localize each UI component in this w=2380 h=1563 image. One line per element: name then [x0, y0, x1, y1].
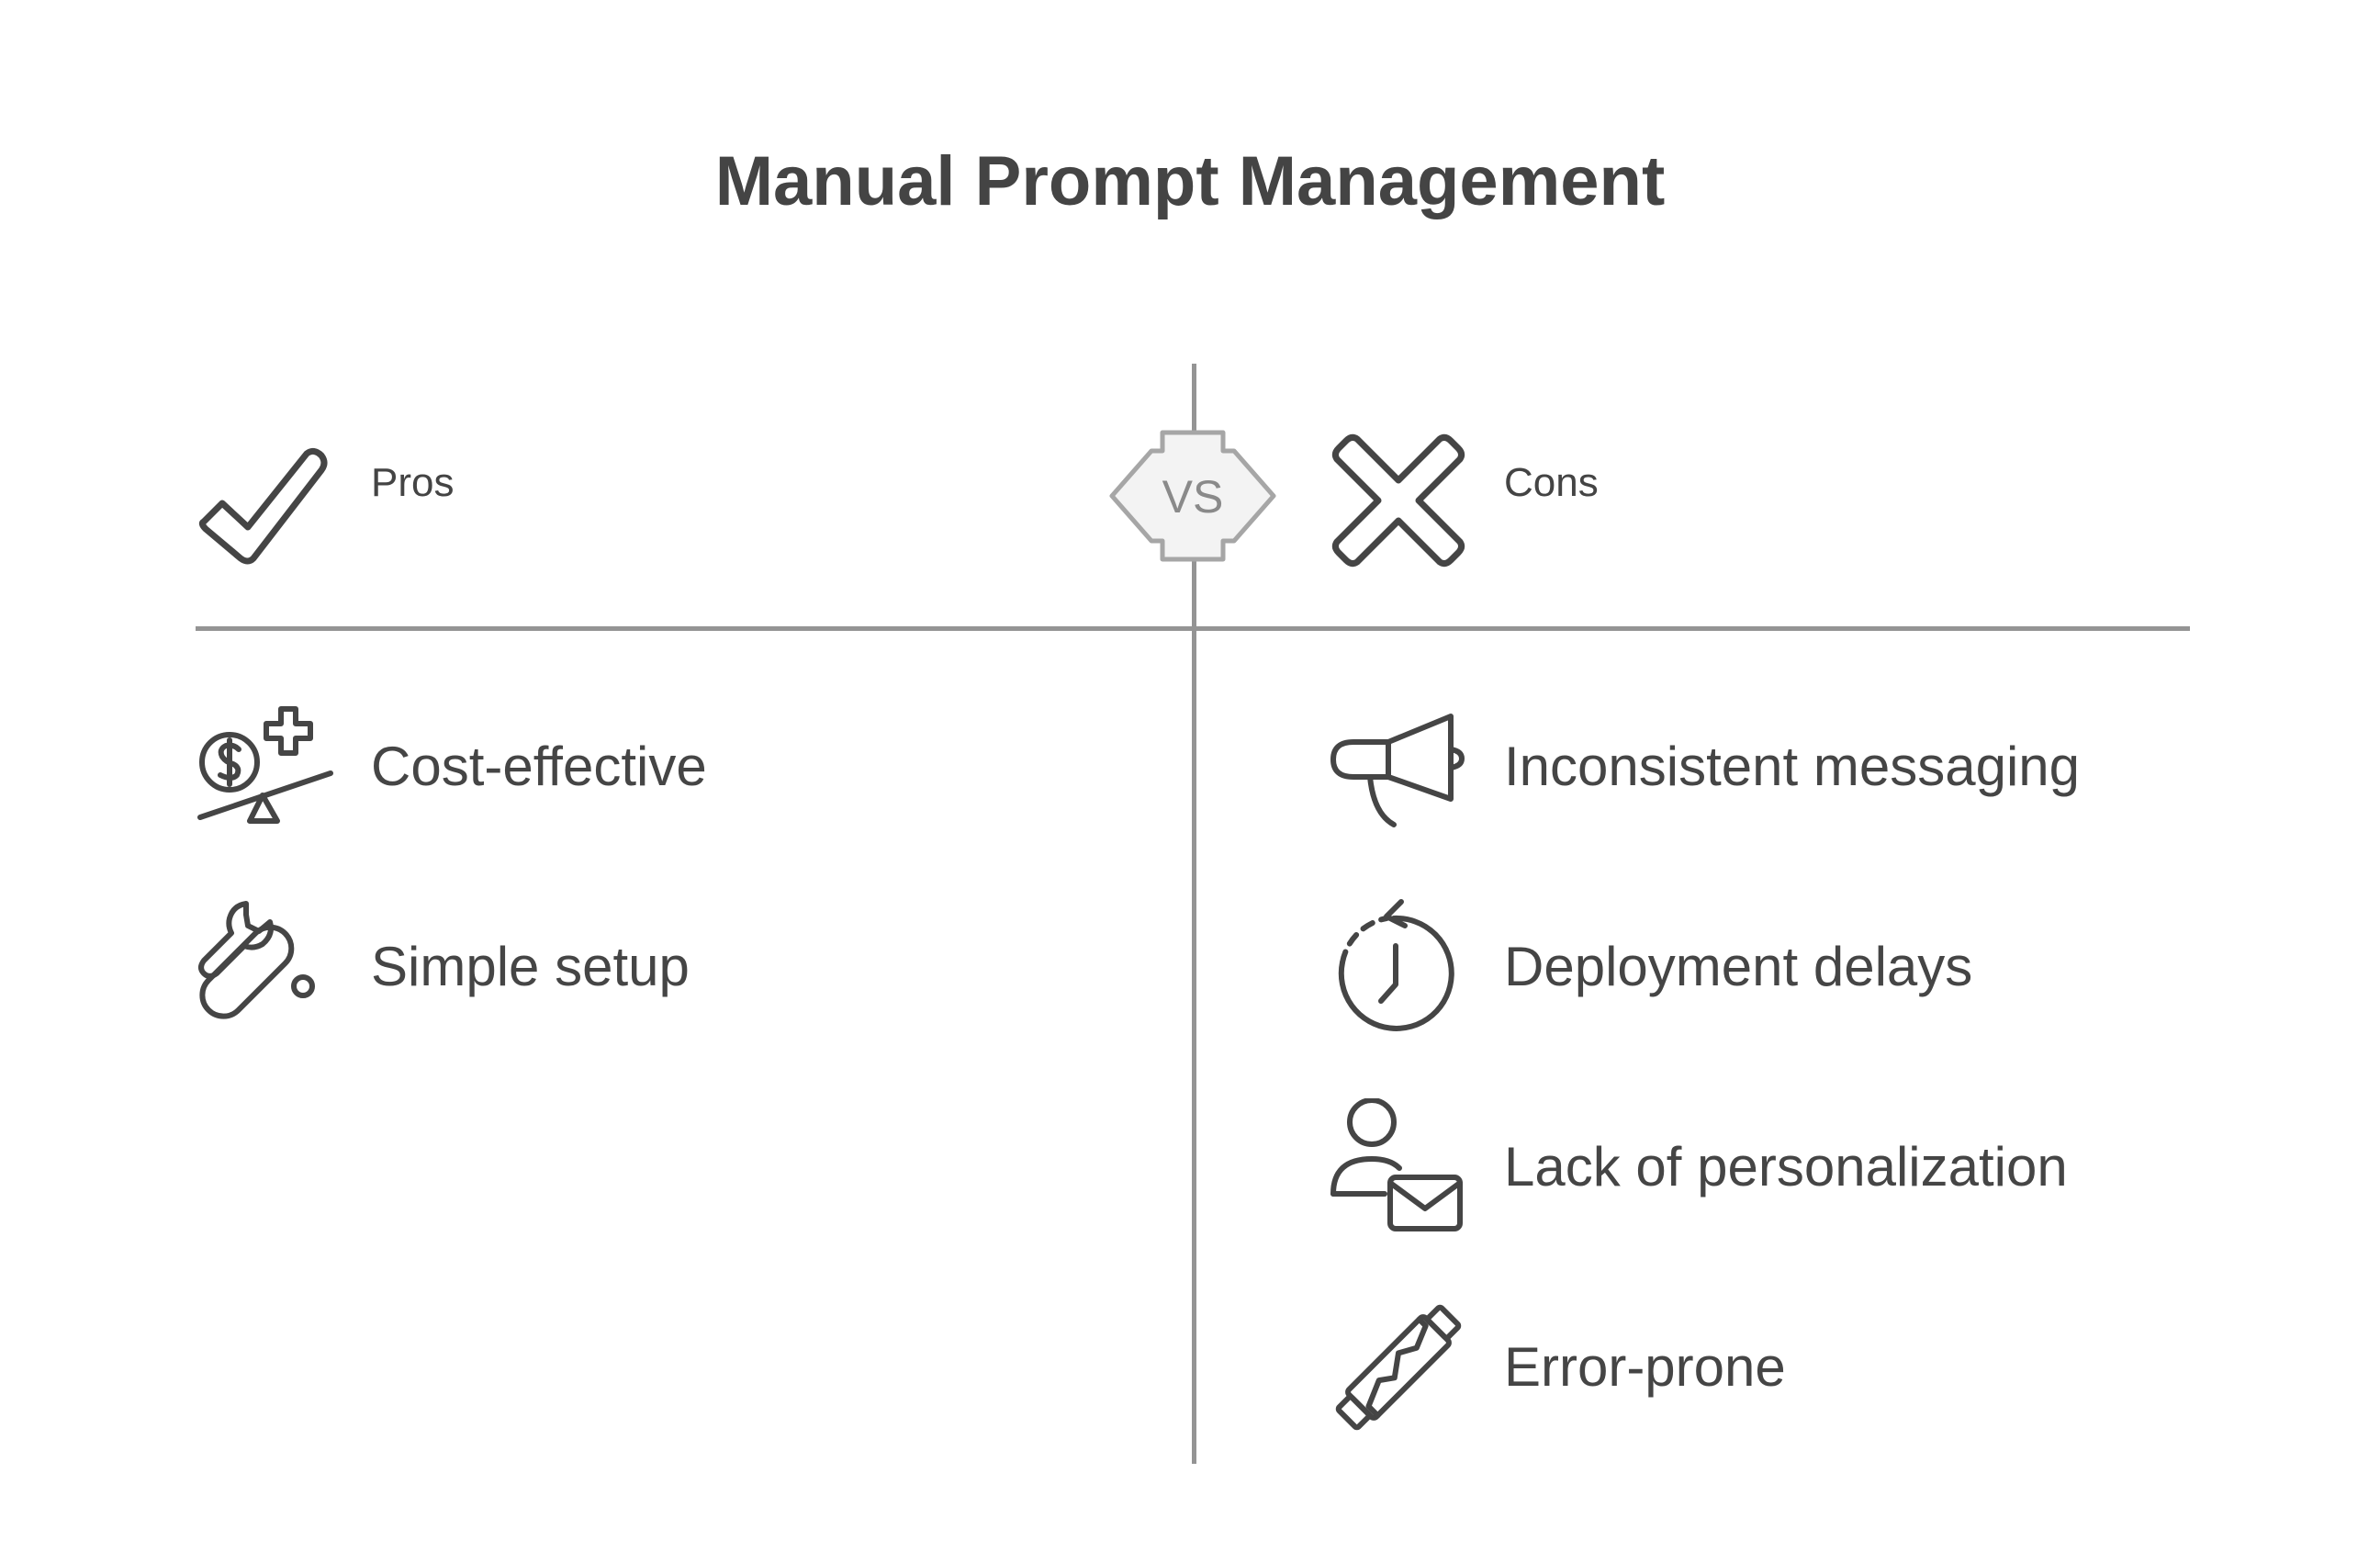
cons-item-label: Inconsistent messaging — [1504, 736, 2081, 797]
cons-label: Cons — [1504, 460, 1599, 505]
broken-stick-icon — [1330, 1299, 1467, 1436]
pros-label: Pros — [371, 460, 455, 505]
cons-item-label: Deployment delays — [1504, 936, 1973, 997]
vertical-divider — [1192, 364, 1196, 1464]
stopwatch-icon — [1330, 898, 1467, 1036]
x-mark-icon — [1330, 432, 1467, 569]
wrench-and-pin-icon — [196, 898, 334, 1036]
cons-item-label: Lack of personalization — [1504, 1136, 2068, 1198]
vs-label: VS — [1162, 471, 1224, 523]
checkmark-icon — [196, 432, 334, 569]
cons-item-label: Error-prone — [1504, 1336, 1786, 1398]
vs-badge: VS — [1106, 428, 1280, 566]
pros-item-label: Simple setup — [371, 936, 690, 997]
page-title: Manual Prompt Management — [714, 142, 1666, 220]
megaphone-icon — [1330, 698, 1467, 836]
pros-item-label: Cost-effective — [371, 736, 707, 797]
balance-scale-dollar-plus-icon — [196, 698, 334, 836]
horizontal-divider — [196, 626, 2190, 631]
person-with-envelope-icon — [1330, 1098, 1467, 1236]
